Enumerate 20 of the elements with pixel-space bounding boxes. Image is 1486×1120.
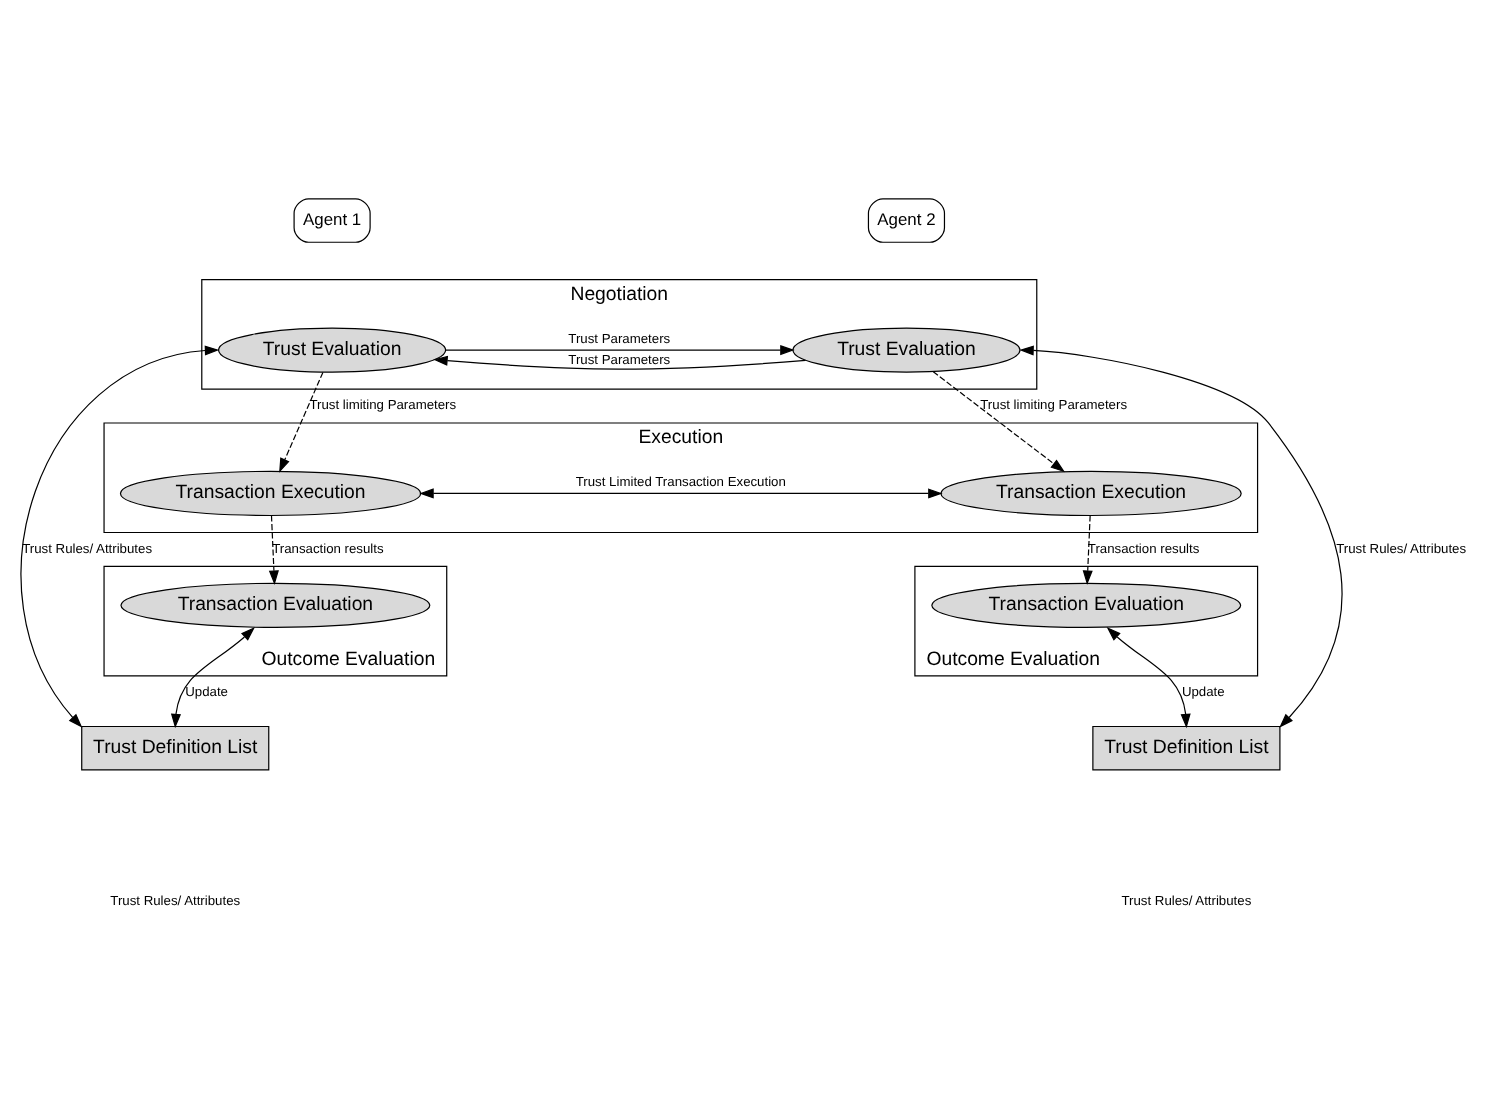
arrow <box>1106 626 1191 728</box>
arrow <box>1019 344 1343 727</box>
arrow <box>1082 514 1093 584</box>
arrow <box>20 344 220 727</box>
arrow <box>279 370 324 472</box>
node-box: Agent 2 <box>867 197 946 242</box>
arrow <box>445 344 795 355</box>
node-box: Agent 1 <box>293 197 371 242</box>
node-ellipse: Transaction Evaluation <box>120 581 431 628</box>
node-ellipse: Transaction Evaluation <box>931 581 1242 628</box>
arrow <box>932 370 1066 472</box>
node-box: Trust Definition List <box>81 724 270 770</box>
node-ellipse: Transaction Execution <box>119 469 422 516</box>
arrow <box>268 514 279 584</box>
node-ellipse: Transaction Execution <box>940 469 1242 516</box>
node-ellipse: Trust Evaluation <box>792 326 1021 372</box>
arrow <box>433 354 807 369</box>
node-box: Trust Definition List <box>1092 724 1281 770</box>
arrow <box>419 487 943 498</box>
arrow <box>170 626 255 728</box>
